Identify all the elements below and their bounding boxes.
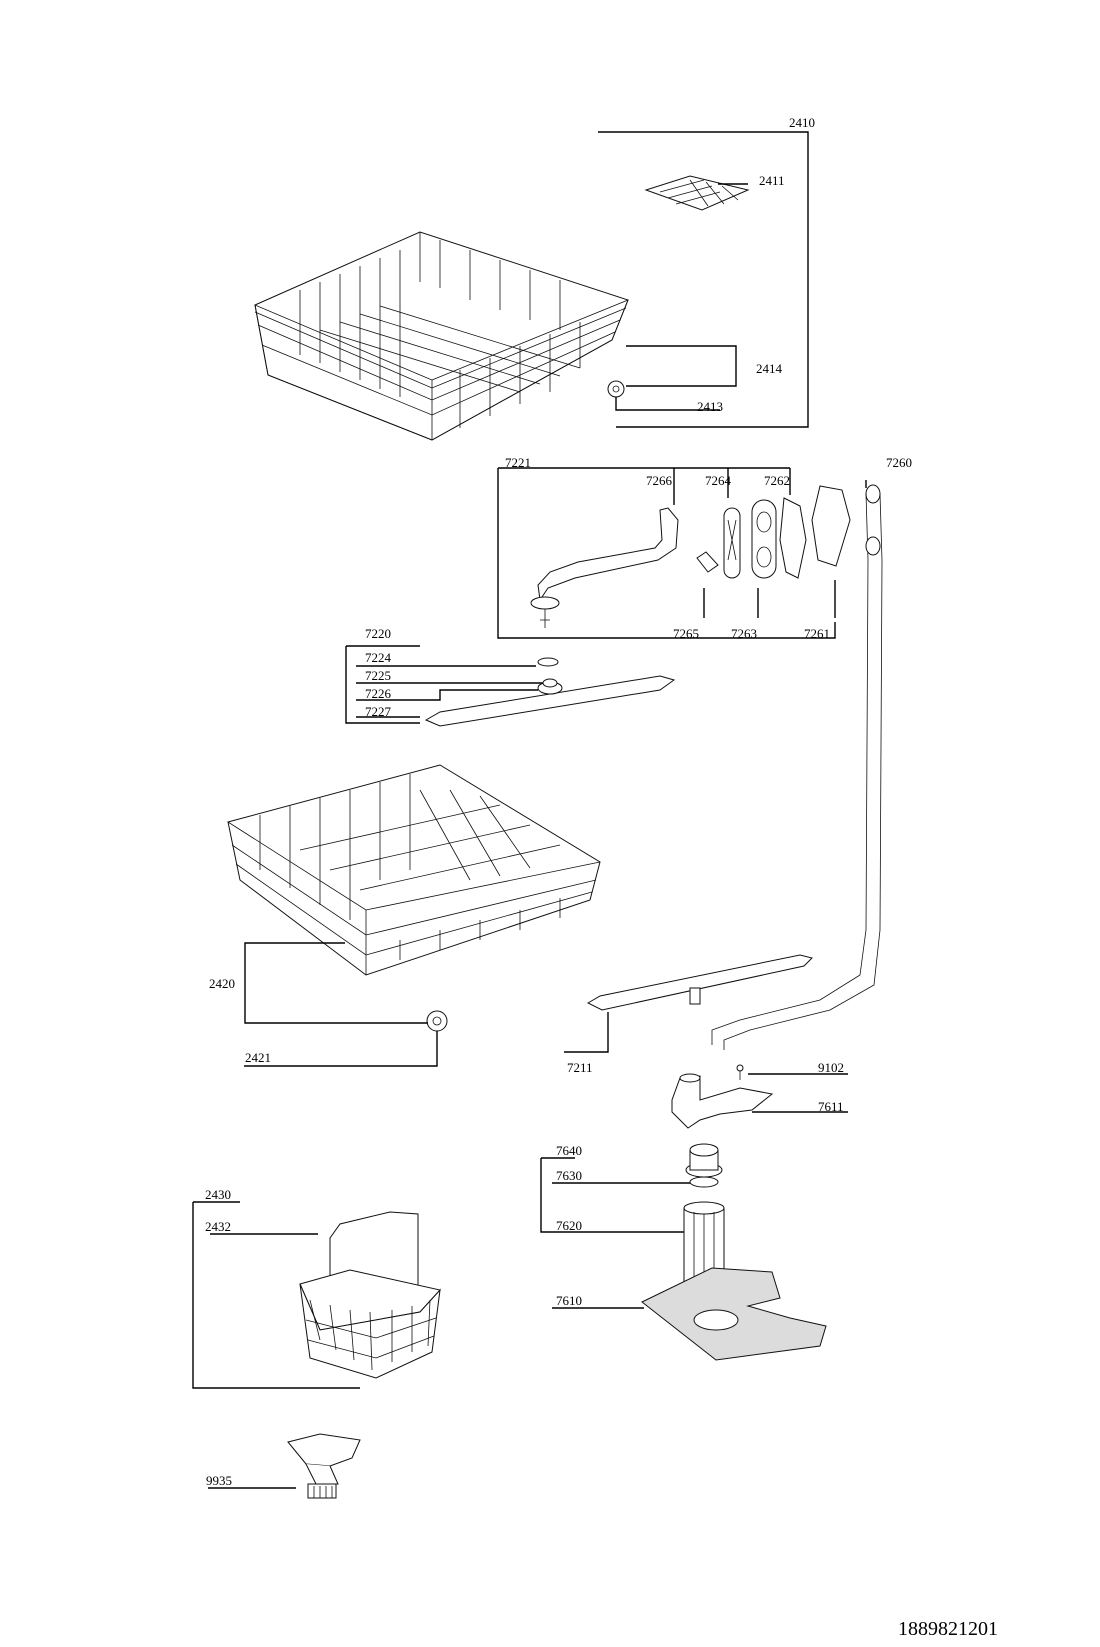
cup-shelf-part: [644, 175, 750, 211]
label-7226: 7226: [365, 686, 392, 701]
label-7227: 7227: [365, 704, 392, 719]
label-7262: 7262: [764, 473, 790, 488]
part-7263: [751, 499, 777, 579]
bottom-spray-arm-7211: [564, 954, 813, 1053]
label-2432: 2432: [205, 1219, 231, 1234]
label-7266: 7266: [646, 473, 673, 488]
label-7610: 7610: [556, 1293, 582, 1308]
label-7264: 7264: [705, 473, 732, 488]
label-7263: 7263: [731, 626, 757, 641]
leader-lines-upper: [598, 131, 809, 428]
part-7265: [696, 551, 719, 573]
part-7261: [811, 485, 851, 567]
label-2421: 2421: [245, 1050, 271, 1065]
spray-arm-7266: [530, 507, 679, 628]
basket-wheel-2413: [607, 380, 625, 398]
label-2413: 2413: [697, 399, 723, 414]
label-7265: 7265: [673, 626, 699, 641]
label-7224: 7224: [365, 650, 392, 665]
sump-7611: [671, 1073, 848, 1129]
micro-filter-7620: [683, 1201, 725, 1283]
label-9102: 9102: [818, 1060, 844, 1075]
flat-filter-7610: [641, 1267, 827, 1361]
upper-basket: [254, 231, 629, 441]
leader-lines-lower-basket: [244, 942, 438, 1067]
funnel-9935: [208, 1433, 361, 1499]
part-7262: [779, 497, 807, 579]
label-7611: 7611: [818, 1099, 844, 1114]
label-7260: 7260: [886, 455, 912, 470]
feed-pipe-7260: [711, 484, 883, 1050]
part-7264: [723, 507, 741, 579]
filter-leader-lines: [540, 1157, 692, 1309]
basket-wheel-2421: [426, 1010, 448, 1032]
label-7225: 7225: [365, 668, 391, 683]
label-2414: 2414: [756, 361, 783, 376]
label-9935: 9935: [206, 1473, 232, 1488]
label-7221: 7221: [505, 455, 531, 470]
label-7261: 7261: [804, 626, 830, 641]
label-2411: 2411: [759, 173, 785, 188]
screw-9102: [736, 1064, 848, 1080]
coarse-filter-7630: [685, 1143, 723, 1188]
label-2420: 2420: [209, 976, 235, 991]
label-2430: 2430: [205, 1187, 231, 1202]
cutlery-basket-2430: [192, 1201, 441, 1389]
label-7630: 7630: [556, 1168, 582, 1183]
part-labels: 2410 2411 2414 2413 7221 7260 7266 7264 …: [205, 115, 912, 1488]
lower-basket: [227, 764, 601, 976]
label-7220: 7220: [365, 626, 391, 641]
label-7640: 7640: [556, 1143, 582, 1158]
label-2410: 2410: [789, 115, 815, 130]
document-number: 1889821201: [898, 1618, 998, 1640]
label-7211: 7211: [567, 1060, 593, 1075]
upper-spray-arm-assembly: [497, 467, 867, 639]
lower-spray-arm-assembly: [345, 645, 676, 727]
label-7620: 7620: [556, 1218, 582, 1233]
